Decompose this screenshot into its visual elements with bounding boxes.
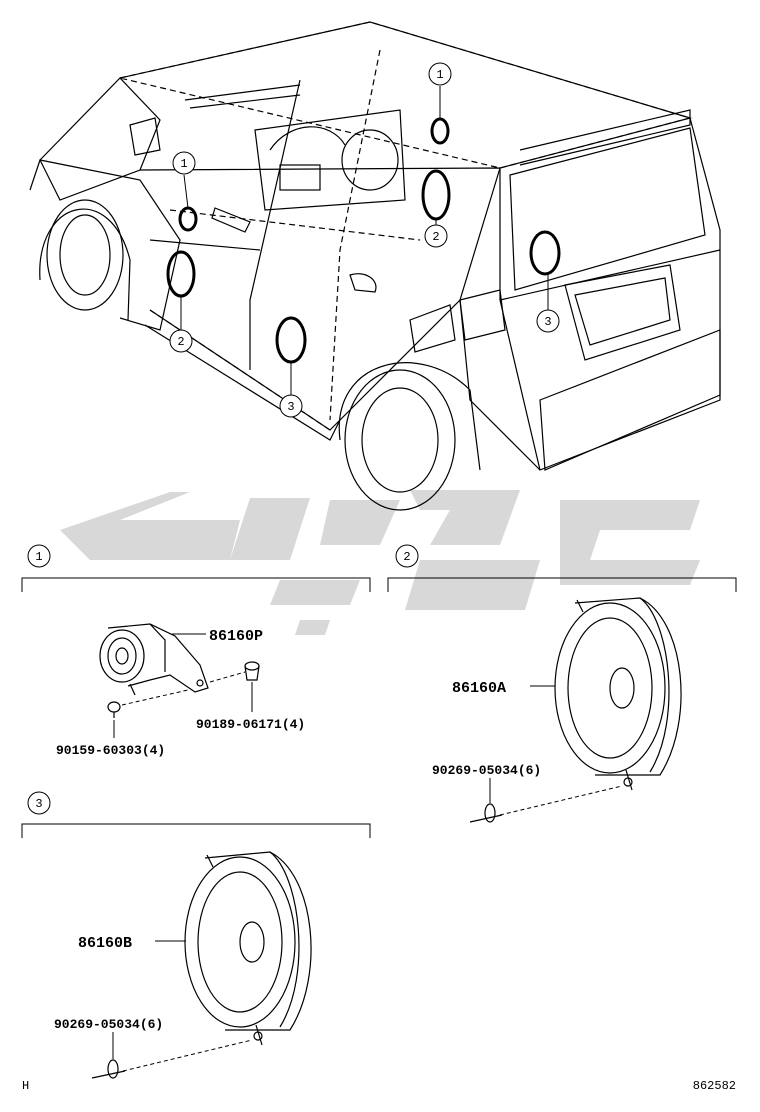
section-3: 3 86160B 90269-05034(6) — [21, 791, 371, 1079]
callout-2-rear-door: 2 — [432, 230, 439, 244]
screw-90269-a-illustration — [469, 803, 503, 823]
section-1-bracket — [21, 577, 371, 592]
part-86160a-label: 86160A — [452, 680, 506, 697]
section-3-bracket — [21, 823, 371, 838]
part-86160b-label: 86160B — [78, 935, 132, 952]
part-90159-label: 90159-60303(4) — [56, 743, 165, 758]
callout-3-side: 3 — [287, 400, 294, 414]
callout-1-top: 1 — [436, 68, 443, 82]
section-1-marker — [27, 544, 51, 568]
part-90189-label: 90189-06171(4) — [196, 717, 305, 732]
section-2-index: 2 — [403, 550, 410, 564]
section-3-marker — [27, 791, 51, 815]
section-2-bracket — [387, 577, 737, 592]
callout-3-back-door: 3 — [544, 315, 551, 329]
section-1-index: 1 — [35, 550, 42, 564]
part-90269-a-label: 90269-05034(6) — [432, 763, 541, 778]
footer-left-mark: H — [22, 1079, 29, 1093]
callout-1-front: 1 — [180, 157, 187, 171]
section-2: 2 86160A 90269-05034(6) — [387, 544, 737, 823]
clip-90189-illustration — [244, 661, 260, 681]
speaker-86160b-illustration — [184, 851, 312, 1046]
speaker-86160a-illustration — [554, 597, 682, 791]
vehicle-illustration — [29, 21, 721, 511]
part-90269-b-label: 90269-05034(6) — [54, 1017, 163, 1032]
section-1: 1 86160P 90189-06171(4) 9015 — [21, 544, 371, 758]
section-2-marker — [395, 544, 419, 568]
watermark-logo — [60, 490, 700, 635]
drawing-number: 862582 — [693, 1079, 736, 1093]
vehicle-callouts — [169, 62, 560, 418]
tweeter-86160p-illustration — [99, 623, 209, 696]
screw-90269-b-illustration — [91, 1059, 126, 1079]
screw-90159-illustration — [107, 701, 121, 718]
callout-2-front-door: 2 — [177, 335, 184, 349]
section-3-index: 3 — [35, 797, 42, 811]
part-86160p-label: 86160P — [209, 628, 263, 645]
callout-leaders — [180, 86, 549, 395]
